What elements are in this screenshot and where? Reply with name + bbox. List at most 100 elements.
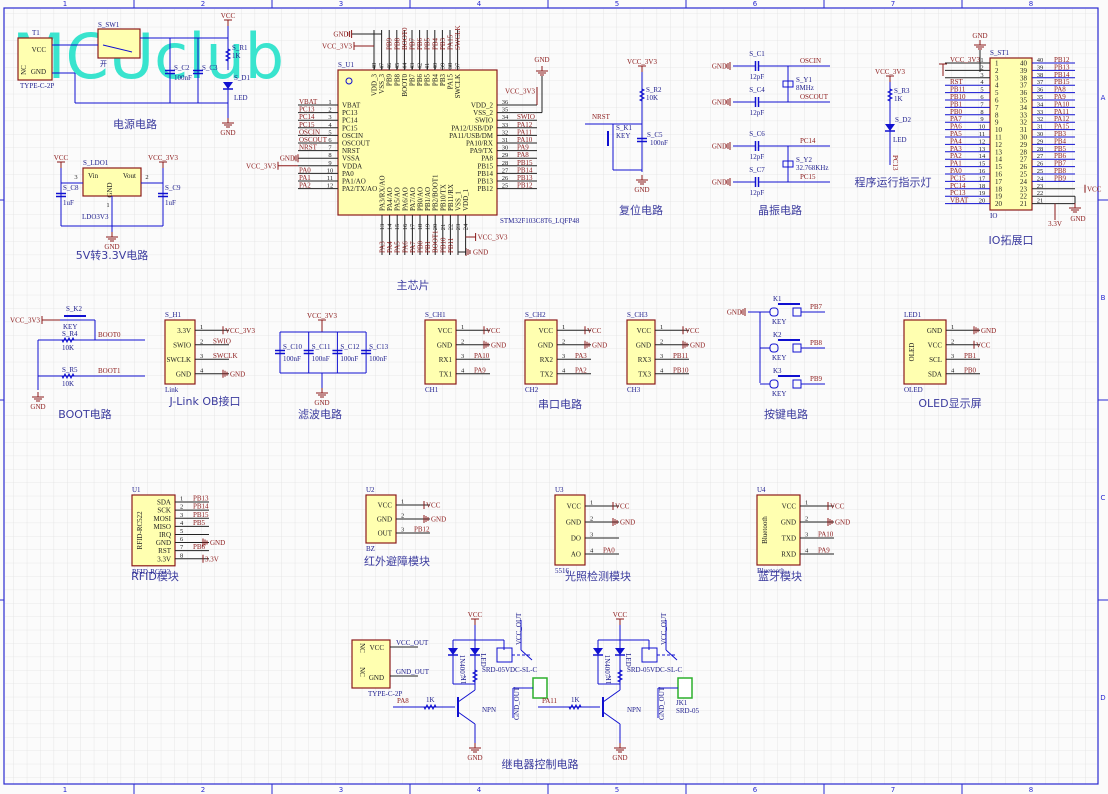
ref-key: K3	[773, 367, 782, 375]
pin-number: 40	[432, 63, 439, 70]
pin-number: 3	[461, 353, 464, 360]
section-title-bt: 蓝牙模块	[758, 570, 802, 583]
ground-label: GND	[712, 99, 727, 107]
transistor-label: NPN	[482, 706, 496, 714]
pin-number: 6	[980, 94, 984, 101]
net-label: GND	[1070, 215, 1085, 223]
value-r5: 10K	[62, 380, 74, 388]
ref-cap: S_C10	[283, 343, 303, 351]
zone-label-bottom: 1	[63, 786, 67, 794]
ref-ch1: S_CH1	[425, 311, 446, 319]
pin-name: PA9/TX	[470, 147, 493, 155]
pin-number: 16	[402, 223, 409, 230]
ref-c2: S_C2	[174, 64, 190, 72]
pin-name: VBAT	[342, 102, 361, 110]
value-cap: 100nF	[369, 355, 387, 363]
pin-name: 17	[995, 178, 1003, 186]
pin-name: 3.3V	[157, 555, 171, 563]
pin-number: 35	[502, 107, 509, 114]
pin-number: 3	[805, 532, 808, 539]
pin-name: GND	[176, 370, 191, 378]
ground-label: GND	[210, 539, 225, 547]
ground-label: GND	[491, 341, 506, 349]
net-label: PA2	[575, 366, 587, 374]
pin-name: RX2	[540, 356, 554, 364]
net-label: BOOT0	[401, 27, 409, 50]
resistor-label: 1K	[460, 676, 468, 685]
ref-cap: S_C12	[340, 343, 360, 351]
part-jack: SRD-05	[676, 707, 699, 715]
pin-number: 4	[980, 79, 984, 86]
pin-name: GND	[636, 341, 651, 349]
pin-name: SDA	[928, 370, 942, 378]
pin-name: 37	[1020, 82, 1028, 90]
section-title-led: 程序运行指示灯	[855, 175, 932, 189]
pin-number: 2	[145, 174, 148, 181]
pin-name: 6	[995, 97, 999, 105]
wire	[520, 649, 533, 661]
net-label: PB14	[517, 166, 533, 174]
pin-name: VCC	[378, 502, 393, 510]
pin-number: 25	[502, 183, 509, 190]
net-label: PC13	[950, 189, 966, 197]
net-label: GND_OUT	[513, 686, 521, 720]
resistor-symbol	[423, 703, 437, 711]
net-label: PB8	[810, 339, 823, 347]
pin-name: RX3	[638, 356, 652, 364]
pin-number: 9	[980, 116, 983, 123]
power-label: VCC	[615, 503, 630, 511]
pin-number: 32	[1037, 116, 1044, 123]
part-ch3: CH3	[627, 386, 641, 394]
net-label: PB3	[1054, 130, 1067, 138]
pin-number: 3	[951, 353, 954, 360]
net-label: PC15	[800, 173, 816, 181]
net-label: PA8	[397, 697, 409, 705]
pin-number: 3	[562, 353, 565, 360]
pin-name: VSS_2	[473, 109, 493, 117]
pin-number: 8	[328, 152, 331, 159]
net-label: PB14	[193, 503, 209, 511]
net-label: PA9	[517, 144, 529, 152]
mcu-ref: S_U1	[338, 61, 354, 69]
power-label: VCC_3V3	[10, 317, 40, 325]
pin-number: 3	[200, 353, 203, 360]
pin-name: PA6/AO	[401, 187, 409, 211]
module-rfid	[131, 494, 176, 567]
value-c5: 100nF	[650, 139, 668, 147]
net-label: OSCIN	[800, 57, 821, 65]
net-label: BOOT0	[98, 331, 121, 339]
net-label: PB9	[386, 37, 394, 50]
power-label: VCC_3V3	[875, 68, 905, 76]
pin-number: 1	[180, 496, 183, 503]
value-key: KEY	[772, 390, 786, 398]
net-label: PA12	[1054, 115, 1070, 123]
pin-name: GND	[927, 327, 942, 335]
zone-label-right: B	[1101, 294, 1106, 302]
zone-label-top: 6	[753, 0, 758, 8]
pin-number: 2	[200, 338, 203, 345]
power-label: VCC	[54, 154, 69, 162]
net-label: RST	[950, 78, 964, 86]
power-label: VCC	[685, 327, 700, 335]
zone-label-bottom: 5	[615, 786, 619, 794]
mcu-part: STM32F103C8T6_LQFP48	[500, 217, 580, 225]
pin-number: 14	[979, 153, 986, 160]
ref-c9: S_C9	[165, 184, 181, 192]
net-label: PB8	[393, 37, 401, 50]
pin-name: VDD_1	[462, 188, 470, 211]
pin-name: GND	[369, 674, 384, 682]
pin-number: 1	[590, 500, 593, 507]
power-label: VCC	[486, 327, 501, 335]
value-c2: 100nF	[174, 74, 192, 82]
pin-number: 34	[502, 114, 509, 121]
pin-number: 2	[951, 338, 954, 345]
pin-number: 2	[980, 64, 983, 71]
pin-name: PA2/TX/AO	[342, 185, 377, 193]
pin-name: 35	[1020, 97, 1028, 105]
usb-connector-relay	[351, 639, 391, 689]
pin-name: GND	[106, 182, 114, 197]
pin-number: 42	[417, 63, 424, 70]
pin-name: VDD_2	[471, 102, 494, 110]
net-label: PB11	[447, 237, 455, 253]
pin-number: 45	[394, 63, 401, 70]
